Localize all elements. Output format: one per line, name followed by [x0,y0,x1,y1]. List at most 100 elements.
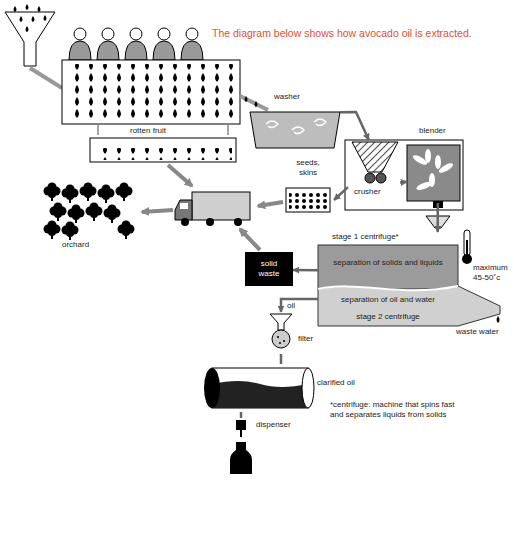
flow-arrow [280,354,283,364]
art-path [270,314,292,330]
art-circle [365,173,375,183]
art-circle [462,254,472,264]
art-rect [345,140,463,210]
art-line [466,240,468,256]
art-rect [62,60,240,124]
art-use [98,185,115,204]
node-label: orchard [62,240,89,250]
washer: washer [248,92,340,150]
solid-waste-bin [245,252,293,286]
art-line [240,430,242,437]
filter: filter [262,312,334,354]
art-use [97,28,119,60]
art-path [318,286,458,290]
art-path [5,12,55,66]
orchard: orchard [40,182,135,252]
crusher: crusher [348,140,400,199]
input-hopper [5,4,62,88]
node-label: separation of solids and liquids [333,258,442,268]
art-rect [90,138,236,162]
art-circle [277,336,279,338]
node-label: stage 1 centrifuge* [332,232,399,242]
art-use [44,183,61,202]
sorting-table [62,60,268,135]
sorting-workers [69,28,203,60]
flow-arrow [334,187,348,200]
art-use [153,28,175,60]
art-circle [181,218,189,226]
waste-bin: solid waste [245,252,293,286]
dispenser-bottle [230,420,252,474]
art-use [68,205,85,224]
art-use [50,203,67,222]
art-ellipse [429,173,435,187]
flow-arrow [340,112,369,140]
edge-label: oil [286,301,296,311]
node-label: stage 2 centrifuge [356,312,420,322]
node-label: solid waste [251,259,287,279]
dispenser: dispenser [228,418,318,474]
art-rect [286,188,330,212]
art-g [412,149,455,192]
art-use [181,28,203,60]
centrifuge [318,245,500,326]
art-ellipse [204,368,220,408]
art-rect [407,145,460,201]
outlet-label: waste water [456,327,499,337]
art-path [142,210,173,212]
art-circle [206,218,214,226]
node-label: seeds, skins [290,158,326,178]
art-rect [318,245,458,289]
art-use [125,28,147,60]
flow-arrow [436,203,439,232]
art-use [118,221,135,240]
truck [175,192,250,226]
crusher-blender-housing [345,140,463,228]
art-path [98,125,228,135]
blender: blender [407,126,463,203]
art-path [14,4,47,32]
flow-arrow [281,299,318,312]
flow-arrow [240,412,243,418]
art-path [318,286,500,326]
seeds-bin: seeds, skins [282,158,334,214]
art-path [175,200,192,220]
seeds-bin [286,188,330,212]
temperature-note: maximum 45-50˚c [473,263,511,283]
art-use [62,222,79,241]
art-rect [236,420,246,430]
art-path [352,142,398,172]
oil-tank [204,368,314,408]
art-ellipse [425,149,431,163]
art-path [168,165,192,186]
art-use [44,221,61,240]
art-rect [464,230,470,256]
orchard-trees [44,183,135,241]
node-label: filter [298,334,313,344]
art-use [116,183,133,202]
art-path [266,119,326,134]
thermometer [462,230,472,264]
art-rect [66,64,236,120]
art-rect [192,192,250,220]
art-path [258,202,283,206]
art-use [62,185,79,204]
filter [270,314,292,348]
rotten-fruit-bin [90,138,236,162]
node-label: separation of oil and water [341,295,435,305]
art-path [250,112,340,148]
art-path [240,96,268,110]
flow-arrow [400,181,407,184]
truck-arrows [142,165,283,250]
diagram-title: The diagram below shows how avocado oil … [212,28,472,38]
art-circle [283,340,285,342]
art-circle [272,330,290,348]
washer-tank [250,112,340,148]
art-path [240,229,260,250]
art-path [245,96,258,107]
art-use [104,205,121,224]
art-rect [180,203,188,209]
